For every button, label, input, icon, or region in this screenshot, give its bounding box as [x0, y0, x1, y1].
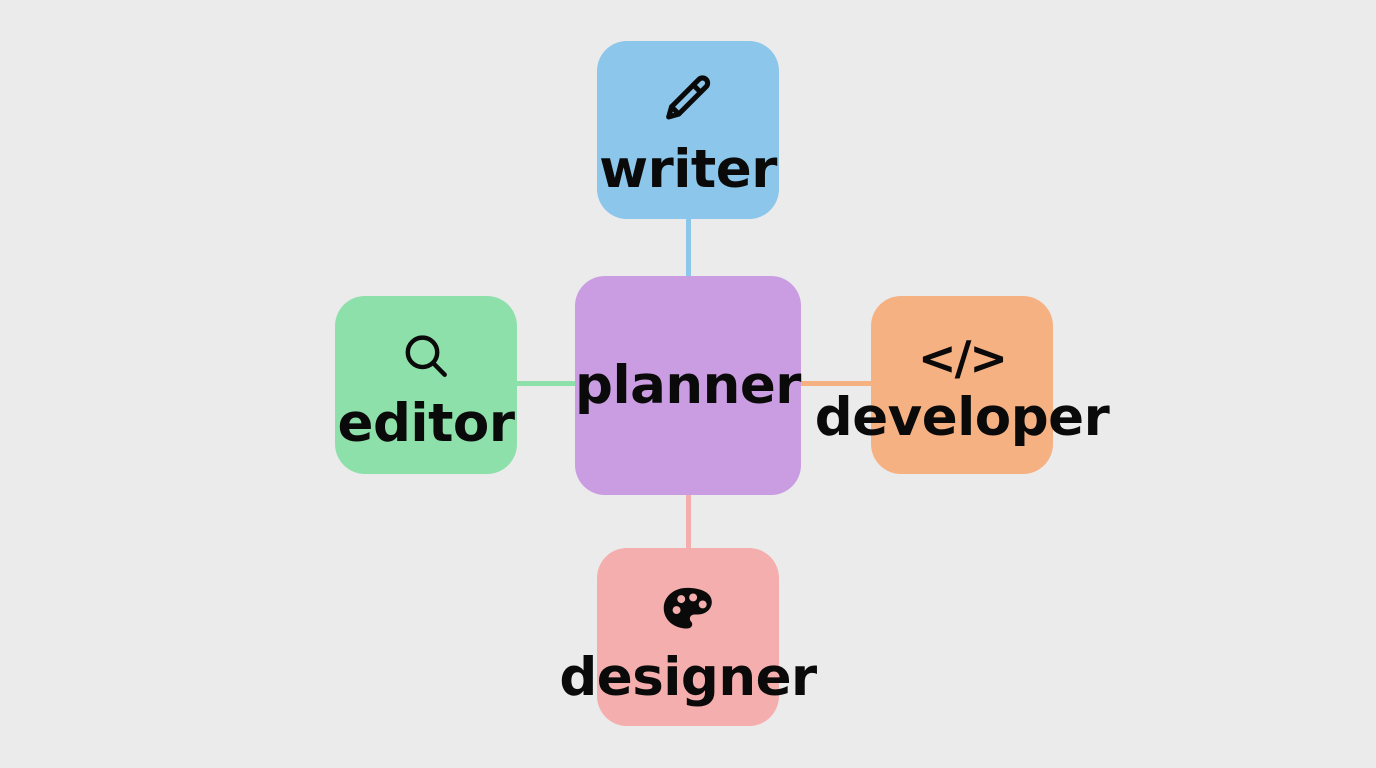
pencil-icon	[659, 71, 717, 129]
code-icon: </>	[918, 330, 1008, 385]
node-writer[interactable]: writer	[597, 41, 779, 219]
code-icon-glyph: </>	[918, 330, 1008, 385]
magnifier-icon	[398, 329, 454, 385]
node-designer-label: designer	[559, 646, 817, 708]
connector-planner-editor	[495, 381, 590, 386]
connector-planner-developer	[790, 381, 885, 386]
node-planner-label: planner	[575, 355, 801, 416]
connector-planner-writer	[686, 200, 691, 285]
node-developer[interactable]: </> developer	[815, 296, 1110, 474]
node-editor[interactable]: editor	[335, 296, 517, 474]
palette-icon-svg	[663, 587, 712, 628]
connector-planner-designer	[686, 480, 691, 565]
node-writer-label: writer	[599, 138, 777, 200]
node-designer[interactable]: designer	[559, 548, 817, 726]
palette-icon	[660, 585, 716, 637]
node-planner[interactable]: planner	[575, 276, 801, 495]
node-developer-label: developer	[814, 386, 1110, 448]
node-editor-label: editor	[337, 392, 515, 454]
